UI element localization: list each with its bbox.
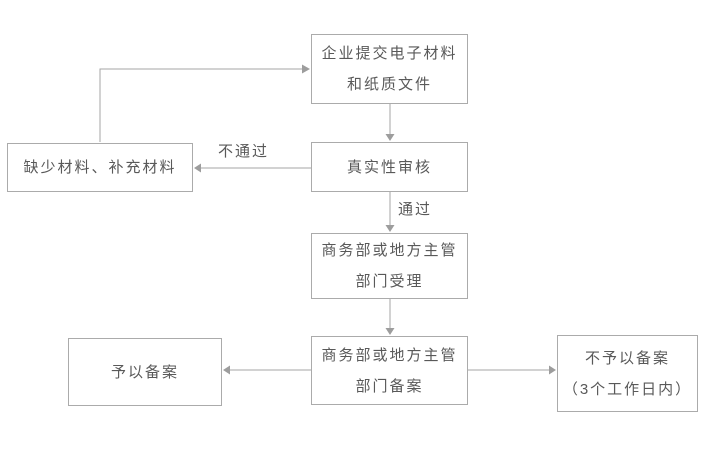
node-missing-materials-line1: 缺少材料、补充材料 — [23, 159, 177, 176]
node-authenticity-review-line1: 真实性审核 — [346, 158, 432, 176]
node-department-filing-line1: 商务部或地方主管 — [321, 346, 458, 364]
node-submit-materials-line1: 企业提交电子材料 — [321, 45, 458, 62]
node-reject-filing-line2: （3个工作日内） — [562, 380, 693, 398]
node-department-filing: 商务部或地方主管 部门备案 — [311, 336, 468, 405]
node-department-acceptance-line2: 部门受理 — [355, 273, 424, 290]
edge-label-pass: 通过 — [398, 201, 433, 218]
node-submit-materials: 企业提交电子材料 和纸质文件 — [311, 34, 468, 104]
node-department-acceptance: 商务部或地方主管 部门受理 — [311, 233, 468, 299]
node-authenticity-review: 真实性审核 — [311, 142, 468, 192]
node-department-acceptance-line1: 商务部或地方主管 — [321, 242, 458, 259]
node-department-filing-line2: 部门备案 — [355, 377, 424, 395]
node-missing-materials: 缺少材料、补充材料 — [7, 143, 193, 192]
node-reject-filing-line1: 不予以备案 — [584, 349, 670, 367]
node-reject-filing: 不予以备案 （3个工作日内） — [557, 335, 698, 412]
node-grant-filing: 予以备案 — [68, 338, 222, 406]
edge-label-fail: 不通过 — [218, 143, 270, 160]
node-submit-materials-line2: 和纸质文件 — [346, 76, 432, 93]
node-grant-filing-line1: 予以备案 — [110, 363, 179, 381]
